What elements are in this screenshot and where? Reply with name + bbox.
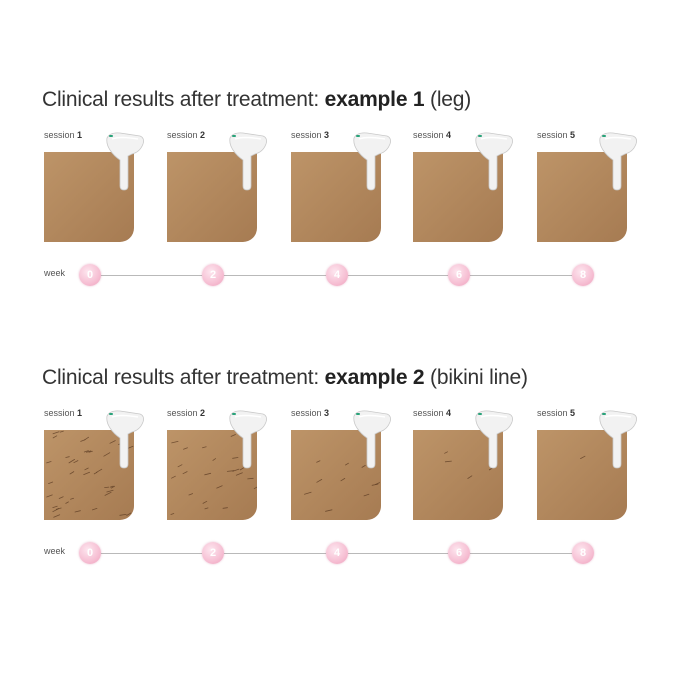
week-marker: 4 bbox=[326, 542, 348, 564]
skin-swatch bbox=[44, 152, 134, 242]
ipl-device-icon bbox=[104, 408, 146, 475]
ipl-device-icon bbox=[351, 130, 393, 197]
session-label: session 2 bbox=[167, 408, 206, 418]
session-card: session 2 bbox=[167, 130, 267, 260]
week-marker: 0 bbox=[79, 542, 101, 564]
week-timeline: week 0 2 4 6 8 bbox=[0, 260, 680, 290]
session-label: session 2 bbox=[167, 130, 206, 140]
session-label: session 4 bbox=[413, 130, 452, 140]
session-card: session 2 bbox=[167, 408, 267, 538]
example-title: Clinical results after treatment: exampl… bbox=[42, 366, 528, 389]
skin-swatch bbox=[537, 430, 627, 520]
week-label: week bbox=[44, 268, 66, 278]
session-label: session 5 bbox=[537, 130, 576, 140]
skin-swatch bbox=[167, 152, 257, 242]
skin-swatch bbox=[291, 430, 381, 520]
week-marker: 6 bbox=[448, 264, 470, 286]
session-card: session 3 bbox=[291, 130, 391, 260]
session-label: session 1 bbox=[44, 408, 83, 418]
skin-swatch bbox=[537, 152, 627, 242]
skin-swatch bbox=[167, 430, 257, 520]
week-marker: 6 bbox=[448, 542, 470, 564]
example-title: Clinical results after treatment: exampl… bbox=[42, 88, 472, 111]
session-card: session 1 bbox=[44, 408, 144, 538]
session-card: session 5 bbox=[537, 130, 637, 260]
session-card: session 4 bbox=[413, 130, 513, 260]
session-label: session 4 bbox=[413, 408, 452, 418]
skin-swatch bbox=[413, 152, 503, 242]
week-timeline: week 0 2 4 6 8 bbox=[0, 538, 680, 568]
ipl-device-icon bbox=[227, 130, 269, 197]
week-marker: 0 bbox=[79, 264, 101, 286]
week-marker: 8 bbox=[572, 542, 594, 564]
session-label: session 3 bbox=[291, 408, 330, 418]
skin-swatch bbox=[413, 430, 503, 520]
session-label: session 1 bbox=[44, 130, 83, 140]
week-marker: 4 bbox=[326, 264, 348, 286]
session-card: session 3 bbox=[291, 408, 391, 538]
week-label: week bbox=[44, 546, 66, 556]
session-label: session 3 bbox=[291, 130, 330, 140]
skin-swatch bbox=[291, 152, 381, 242]
ipl-device-icon bbox=[104, 130, 146, 197]
ipl-device-icon bbox=[351, 408, 393, 475]
ipl-device-icon bbox=[597, 130, 639, 197]
ipl-device-icon bbox=[227, 408, 269, 475]
session-card: session 4 bbox=[413, 408, 513, 538]
week-marker: 8 bbox=[572, 264, 594, 286]
session-card: session 1 bbox=[44, 130, 144, 260]
week-marker: 2 bbox=[202, 264, 224, 286]
week-marker: 2 bbox=[202, 542, 224, 564]
ipl-device-icon bbox=[597, 408, 639, 475]
ipl-device-icon bbox=[473, 408, 515, 475]
ipl-device-icon bbox=[473, 130, 515, 197]
session-card: session 5 bbox=[537, 408, 637, 538]
skin-swatch bbox=[44, 430, 134, 520]
session-label: session 5 bbox=[537, 408, 576, 418]
